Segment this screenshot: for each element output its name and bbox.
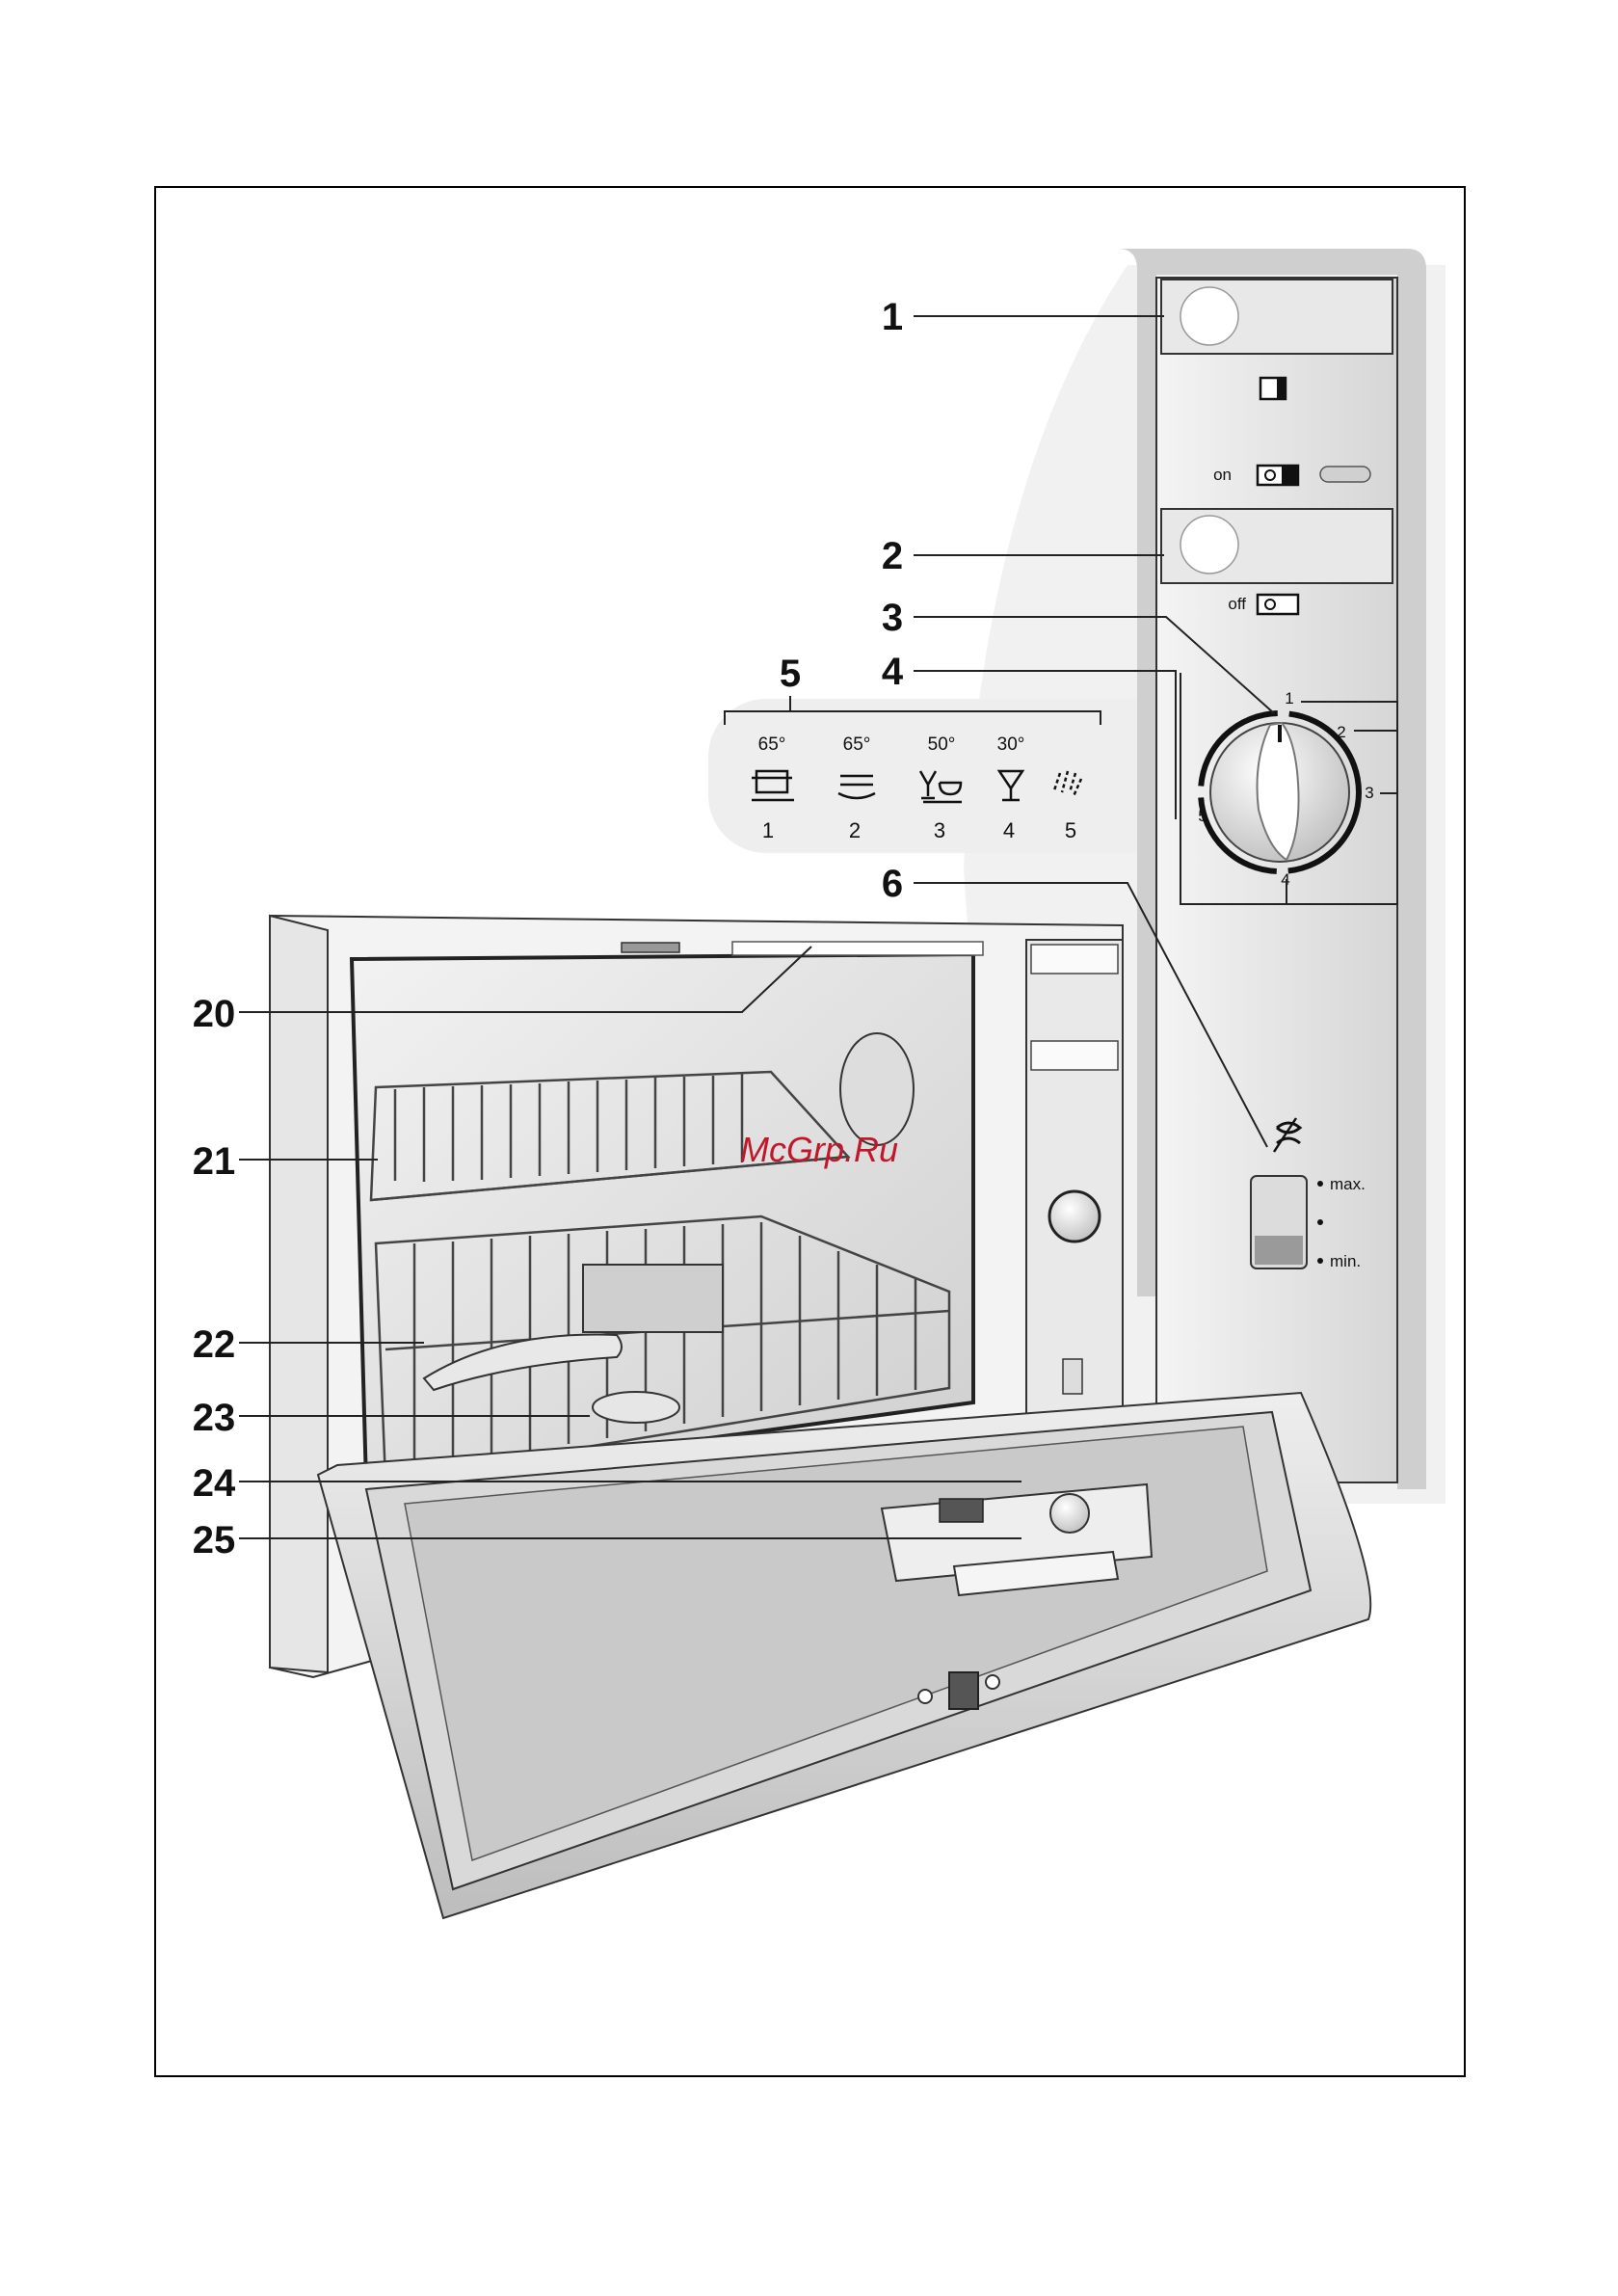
off-switch[interactable]: [1258, 595, 1298, 614]
program-1-number: 1: [762, 818, 774, 842]
callout-23: 23: [193, 1397, 236, 1439]
program-3-temp: 50°: [928, 734, 956, 755]
callout-6: 6: [882, 863, 903, 905]
watermark: McGrp.Ru: [740, 1130, 898, 1169]
program-4-number: 4: [1003, 818, 1015, 842]
callout-22: 22: [193, 1323, 236, 1366]
door-icon: [1260, 378, 1286, 399]
small-program-knob[interactable]: [1049, 1191, 1100, 1241]
filter: [593, 1392, 679, 1423]
cutlery-basket: [583, 1265, 723, 1332]
program-5-number: 5: [1065, 818, 1076, 842]
program-2-temp: 65°: [843, 734, 871, 755]
callout-5: 5: [780, 653, 801, 695]
interior-light: [732, 942, 983, 955]
on-switch[interactable]: [1258, 466, 1298, 485]
open-door: [318, 1393, 1370, 1918]
program-1-temp: 65°: [758, 734, 786, 755]
program-4-temp: 30°: [997, 734, 1025, 755]
dial-number-1: 1: [1285, 689, 1293, 707]
door-latch-top: [622, 943, 679, 952]
rinse-aid-gauge-fill: [1255, 1236, 1303, 1265]
callout-24: 24: [193, 1462, 236, 1505]
callout-2: 2: [882, 535, 903, 577]
door-lock[interactable]: [949, 1672, 978, 1709]
program-strip-background: [708, 699, 1209, 853]
on-label: on: [1213, 466, 1232, 484]
control-panel-zoom: on off 1 2 3 4 5: [1118, 249, 1426, 1489]
rinse-aid-max-label: max.: [1330, 1175, 1366, 1193]
rinse-aid-min-label: min.: [1330, 1252, 1361, 1270]
program-selector-knob[interactable]: [1201, 713, 1359, 871]
on-indicator-bar: [1320, 467, 1370, 482]
callout-4: 4: [882, 651, 904, 693]
program-2-number: 2: [849, 818, 861, 842]
callout-21: 21: [193, 1140, 236, 1183]
callout-20: 20: [193, 993, 236, 1035]
off-label: off: [1228, 595, 1246, 613]
callout-1: 1: [882, 296, 903, 338]
dial-number-5: 5: [1198, 807, 1207, 825]
dial-number-3: 3: [1365, 784, 1373, 802]
dial-number-2: 2: [1337, 723, 1345, 741]
callout-25: 25: [193, 1519, 236, 1562]
indicator-lamp-1: [1180, 287, 1238, 345]
indicator-lamp-2: [1180, 516, 1238, 574]
program-3-number: 3: [934, 818, 945, 842]
callout-3: 3: [882, 597, 903, 639]
